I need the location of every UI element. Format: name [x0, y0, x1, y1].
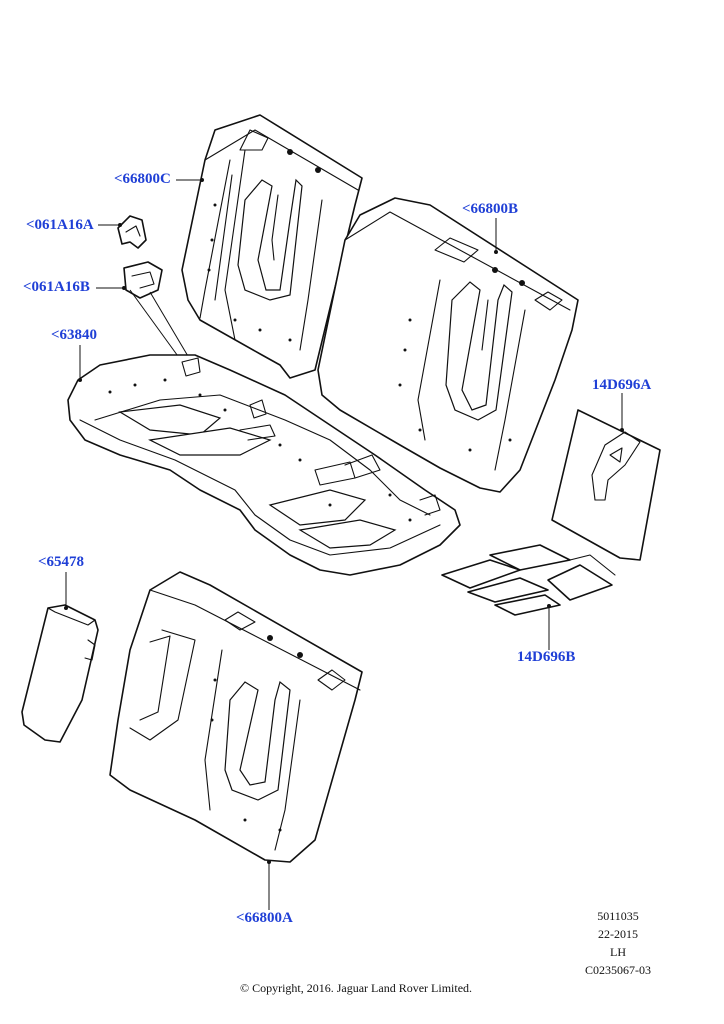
callout-14D696B: 14D696B [517, 649, 576, 665]
copyright-notice: © Copyright, 2016. Jaguar Land Rover Lim… [239, 981, 473, 995]
callout-061A16B: <061A16B [23, 279, 90, 295]
callout-66800B: <66800B [462, 201, 519, 217]
backrest-foam-66800B [317, 197, 579, 493]
reference-code: C0235067-03 [585, 963, 651, 977]
callout-65478: <65478 [38, 554, 85, 570]
heater-mat-14D696B [441, 544, 616, 616]
reference-side: LH [610, 945, 626, 959]
callout-061A16A: <061A16A [26, 217, 94, 233]
armrest-65478 [21, 604, 99, 743]
heater-mat-14D696A [551, 409, 661, 561]
callout-14D696A: 14D696A [592, 377, 652, 393]
bracket-061A16B [123, 261, 163, 299]
callout-66800A: <66800A [236, 910, 293, 926]
callout-66800C: <66800C [114, 171, 171, 187]
backrest-foam-66800C [181, 114, 363, 379]
seat-cushion-foam-63840 [67, 354, 461, 576]
callout-63840: <63840 [51, 327, 98, 343]
bracket-061A16A [117, 215, 147, 249]
backrest-foam-66800A [109, 571, 363, 863]
reference-date: 22-2015 [598, 927, 638, 941]
reference-number: 5011035 [597, 909, 639, 923]
leader-lines [64, 178, 624, 910]
